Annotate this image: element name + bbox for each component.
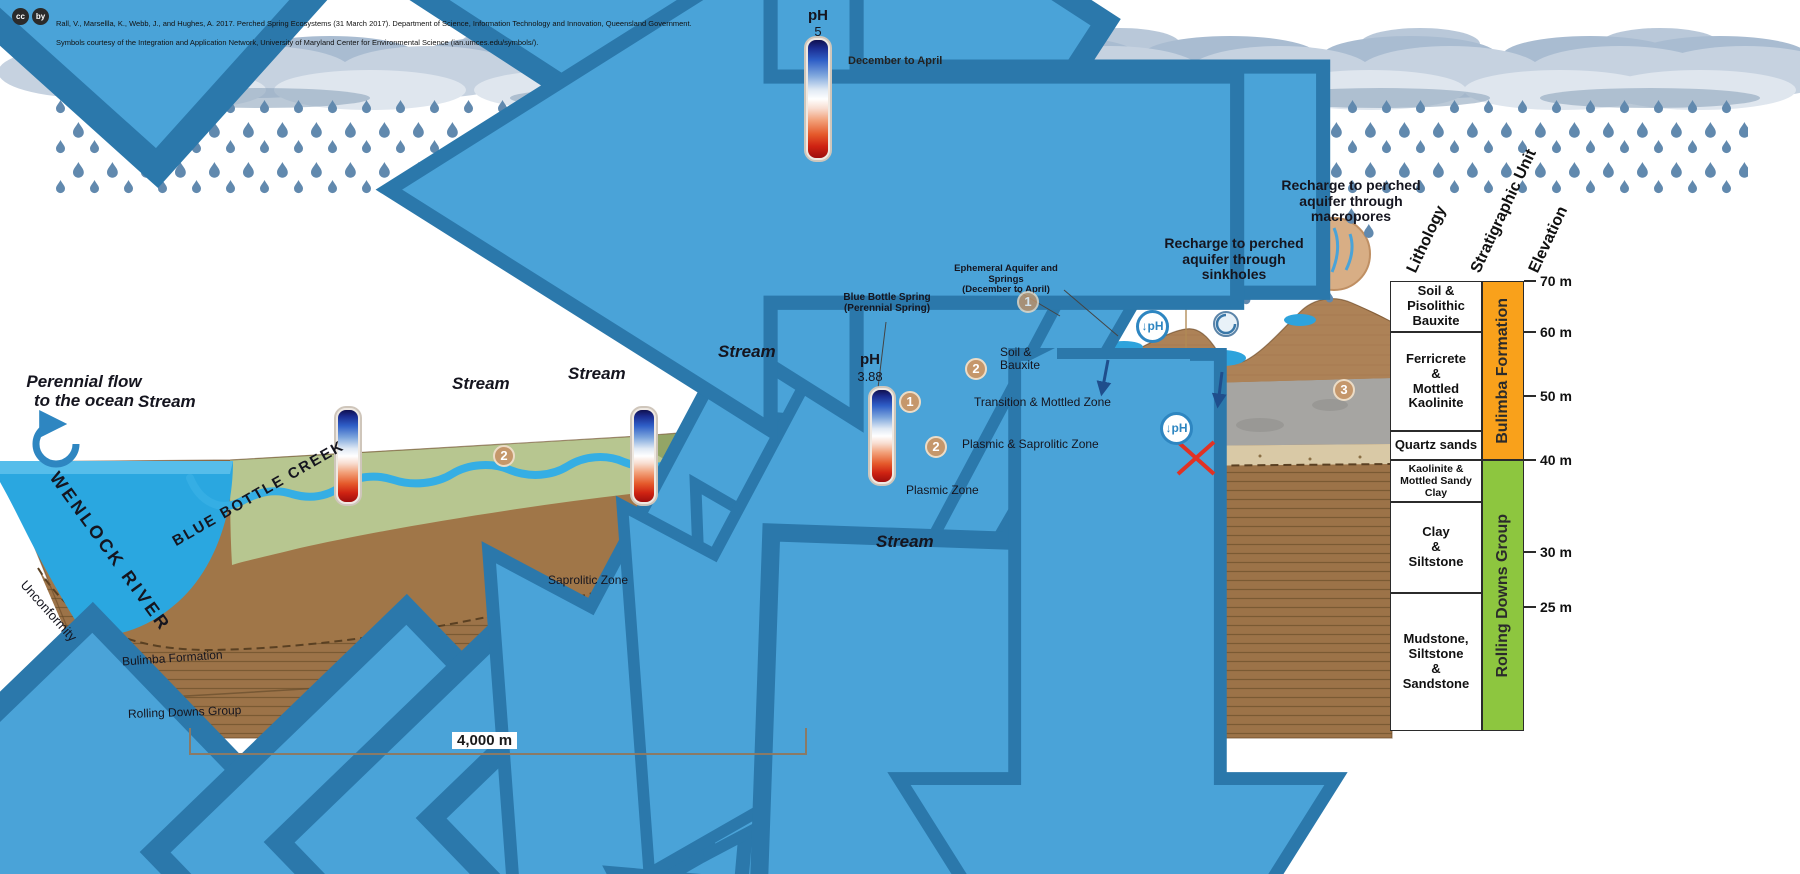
unit-cell-label: Rolling Downs Group <box>1494 513 1511 678</box>
no-flow-x-icon <box>1176 440 1216 476</box>
ph-gauge-icon <box>804 36 832 162</box>
lithology-cell: Kaolinite & Mottled Sandy Clay <box>1390 460 1482 502</box>
lithology-cell: Quartz sands <box>1390 431 1482 460</box>
lithology-cell: Ferricrete & Mottled Kaolinite <box>1390 332 1482 431</box>
citation-line-1: Rall, V., Marsellla, K., Webb, J., and H… <box>56 18 692 28</box>
stream-label: Stream <box>876 532 934 551</box>
ephemeral-aquifer-label: Ephemeral Aquifer and Springs (December … <box>954 263 1058 296</box>
ph-drop-badge: ↓pH <box>1160 412 1193 445</box>
ph-gauge-icon <box>334 406 362 506</box>
elevation-label: 70 m <box>1540 273 1572 289</box>
elevation-label: 25 m <box>1540 599 1572 615</box>
stream-label: Stream <box>452 374 510 393</box>
ph-gauge-icon <box>868 386 896 486</box>
numbered-marker: 2 <box>965 358 987 380</box>
rain-ph-title: pH <box>808 7 828 24</box>
soil-bauxite-label: Soil & Bauxite <box>1000 345 1041 373</box>
plasmic-saprolitic-zone-label: Plasmic & Saprolitic Zone <box>962 437 1099 451</box>
elevation-label: 50 m <box>1540 388 1572 404</box>
transition-mottled-zone-label: Transition & Mottled Zone <box>974 395 1111 409</box>
perennial-swirl-icon <box>32 410 80 468</box>
creek-ph-value: 3.88 <box>857 369 883 384</box>
recharge-macropores-label: Recharge to perched aquifer through macr… <box>1281 177 1421 225</box>
elevation-tick <box>1524 331 1536 333</box>
stream-label: Stream <box>718 342 776 361</box>
stream-label: Stream <box>568 364 626 383</box>
blue-bottle-spring-label: Blue Bottle Spring (Perennial Spring) <box>843 292 931 315</box>
ph-gauge-icon <box>630 406 658 506</box>
numbered-marker: 3 <box>1333 379 1355 401</box>
elevation-tick <box>1524 459 1536 461</box>
sinkhole-icon <box>1213 311 1239 337</box>
numbered-marker: 1 <box>1017 291 1039 313</box>
numbered-marker: 2 <box>925 436 947 458</box>
numbered-marker: 2 <box>493 445 515 467</box>
by-icon: by <box>32 8 49 25</box>
cc-icon: cc <box>12 8 29 25</box>
rain-season-label: December to April <box>848 55 943 67</box>
floodplain-shape <box>230 370 942 565</box>
seepage-arrow-icon <box>1096 359 1227 409</box>
elevation-tick <box>1524 551 1536 553</box>
elevation-tick <box>1524 395 1536 397</box>
cc-license-badge: cc by <box>12 8 49 25</box>
plasmic-zone-label: Plasmic Zone <box>906 483 979 497</box>
ph-drop-badge: ↓pH <box>1136 310 1169 343</box>
lithology-cell: Mudstone, Siltstone & Sandstone <box>1390 593 1482 731</box>
citation: Rall, V., Marsellla, K., Webb, J., and H… <box>56 9 696 58</box>
lithology-cell: Soil & Pisolithic Bauxite <box>1390 281 1482 332</box>
elevation-label: 30 m <box>1540 544 1572 560</box>
unit-cell-label: Bulimba Formation <box>1494 297 1511 444</box>
unit-cell-bulimba: Bulimba Formation <box>1482 281 1524 460</box>
stream-label: Stream <box>138 392 196 411</box>
rain-ph-value: 5 <box>814 24 822 39</box>
creek-ph-title: pH <box>860 351 880 368</box>
elevation-tick <box>1524 606 1536 608</box>
lithology-cell: Clay & Siltstone <box>1390 502 1482 593</box>
scale-bar <box>189 728 807 755</box>
elevation-label: 60 m <box>1540 324 1572 340</box>
elevation-label: 40 m <box>1540 452 1572 468</box>
scale-label: 4,000 m <box>452 732 518 749</box>
saprolitic-zone-label: Saprolitic Zone <box>548 573 629 587</box>
recharge-sinkholes-label: Recharge to perched aquifer through sink… <box>1164 235 1304 283</box>
citation-line-2: Symbols courtesy of the Integration and … <box>56 38 539 48</box>
elevation-tick <box>1524 280 1536 282</box>
unit-cell-rolling-downs: Rolling Downs Group <box>1482 460 1524 731</box>
numbered-marker: 1 <box>899 391 921 413</box>
perennial-flow-label: Perennial flow to the ocean <box>26 372 142 411</box>
